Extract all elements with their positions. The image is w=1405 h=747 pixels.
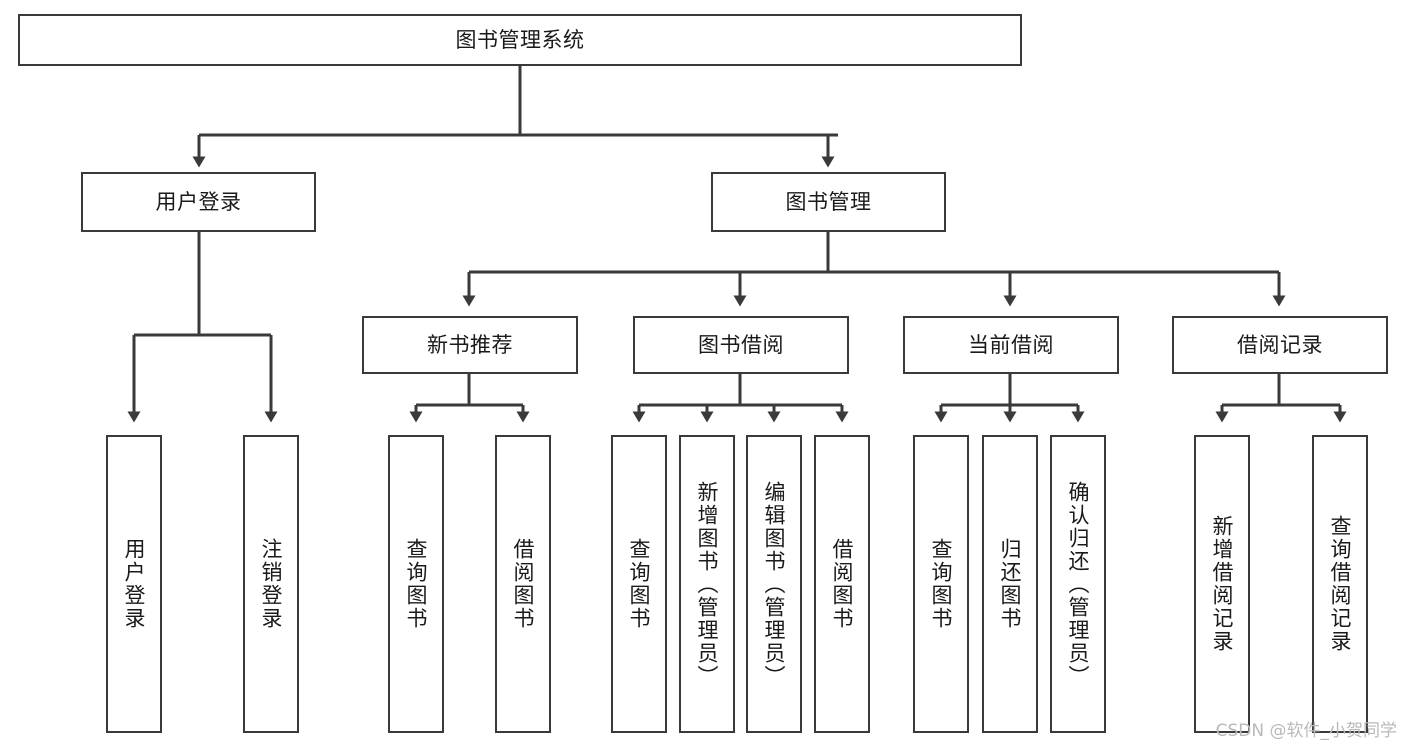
node-user-login[interactable]: 用户登录 bbox=[81, 172, 316, 232]
node-label: 新增借阅记录 bbox=[1210, 515, 1235, 653]
node-label: 编辑图书（管理员） bbox=[762, 480, 787, 688]
node-leaf-query-book-borrow[interactable]: 查询图书 bbox=[611, 435, 667, 733]
node-label: 借阅图书 bbox=[830, 538, 855, 630]
csdn-watermark: CSDN @软件_小贺同学 bbox=[1215, 721, 1397, 741]
node-label: 归还图书 bbox=[998, 538, 1023, 630]
node-leaf-borrow-book[interactable]: 借阅图书 bbox=[814, 435, 870, 733]
node-leaf-add-borrow-record[interactable]: 新增借阅记录 bbox=[1194, 435, 1250, 733]
node-leaf-confirm-return-admin[interactable]: 确认归还（管理员） bbox=[1050, 435, 1106, 733]
node-label: 当前借阅 bbox=[968, 332, 1054, 357]
node-leaf-user-login[interactable]: 用户登录 bbox=[106, 435, 162, 733]
node-label: 新增图书（管理员） bbox=[695, 480, 720, 688]
node-book-borrow[interactable]: 图书借阅 bbox=[633, 316, 849, 374]
node-leaf-edit-book-admin[interactable]: 编辑图书（管理员） bbox=[746, 435, 802, 733]
node-label: 借阅记录 bbox=[1237, 332, 1323, 357]
node-leaf-add-book-admin[interactable]: 新增图书（管理员） bbox=[679, 435, 735, 733]
node-leaf-query-borrow-record[interactable]: 查询借阅记录 bbox=[1312, 435, 1368, 733]
node-current-borrow[interactable]: 当前借阅 bbox=[903, 316, 1119, 374]
node-leaf-return-book[interactable]: 归还图书 bbox=[982, 435, 1038, 733]
node-leaf-logout[interactable]: 注销登录 bbox=[243, 435, 299, 733]
node-label: 确认归还（管理员） bbox=[1066, 480, 1091, 688]
node-leaf-query-book-current[interactable]: 查询图书 bbox=[913, 435, 969, 733]
node-label: 查询图书 bbox=[627, 538, 652, 630]
node-label: 图书管理 bbox=[785, 189, 872, 214]
node-leaf-query-book-new[interactable]: 查询图书 bbox=[388, 435, 444, 733]
node-new-book-recommend[interactable]: 新书推荐 bbox=[362, 316, 578, 374]
node-book-management[interactable]: 图书管理 bbox=[711, 172, 946, 232]
node-label: 查询借阅记录 bbox=[1328, 515, 1353, 653]
node-label: 图书借阅 bbox=[698, 332, 784, 357]
node-label: 用户登录 bbox=[122, 538, 147, 630]
node-label: 借阅图书 bbox=[511, 538, 536, 630]
node-label: 用户登录 bbox=[155, 189, 242, 214]
node-label: 查询图书 bbox=[929, 538, 954, 630]
node-label: 查询图书 bbox=[404, 538, 429, 630]
node-leaf-borrow-book-new[interactable]: 借阅图书 bbox=[495, 435, 551, 733]
node-root-system[interactable]: 图书管理系统 bbox=[18, 14, 1022, 66]
node-label: 图书管理系统 bbox=[455, 27, 585, 52]
node-label: 新书推荐 bbox=[427, 332, 513, 357]
node-label: 注销登录 bbox=[259, 538, 284, 630]
node-borrow-record[interactable]: 借阅记录 bbox=[1172, 316, 1388, 374]
